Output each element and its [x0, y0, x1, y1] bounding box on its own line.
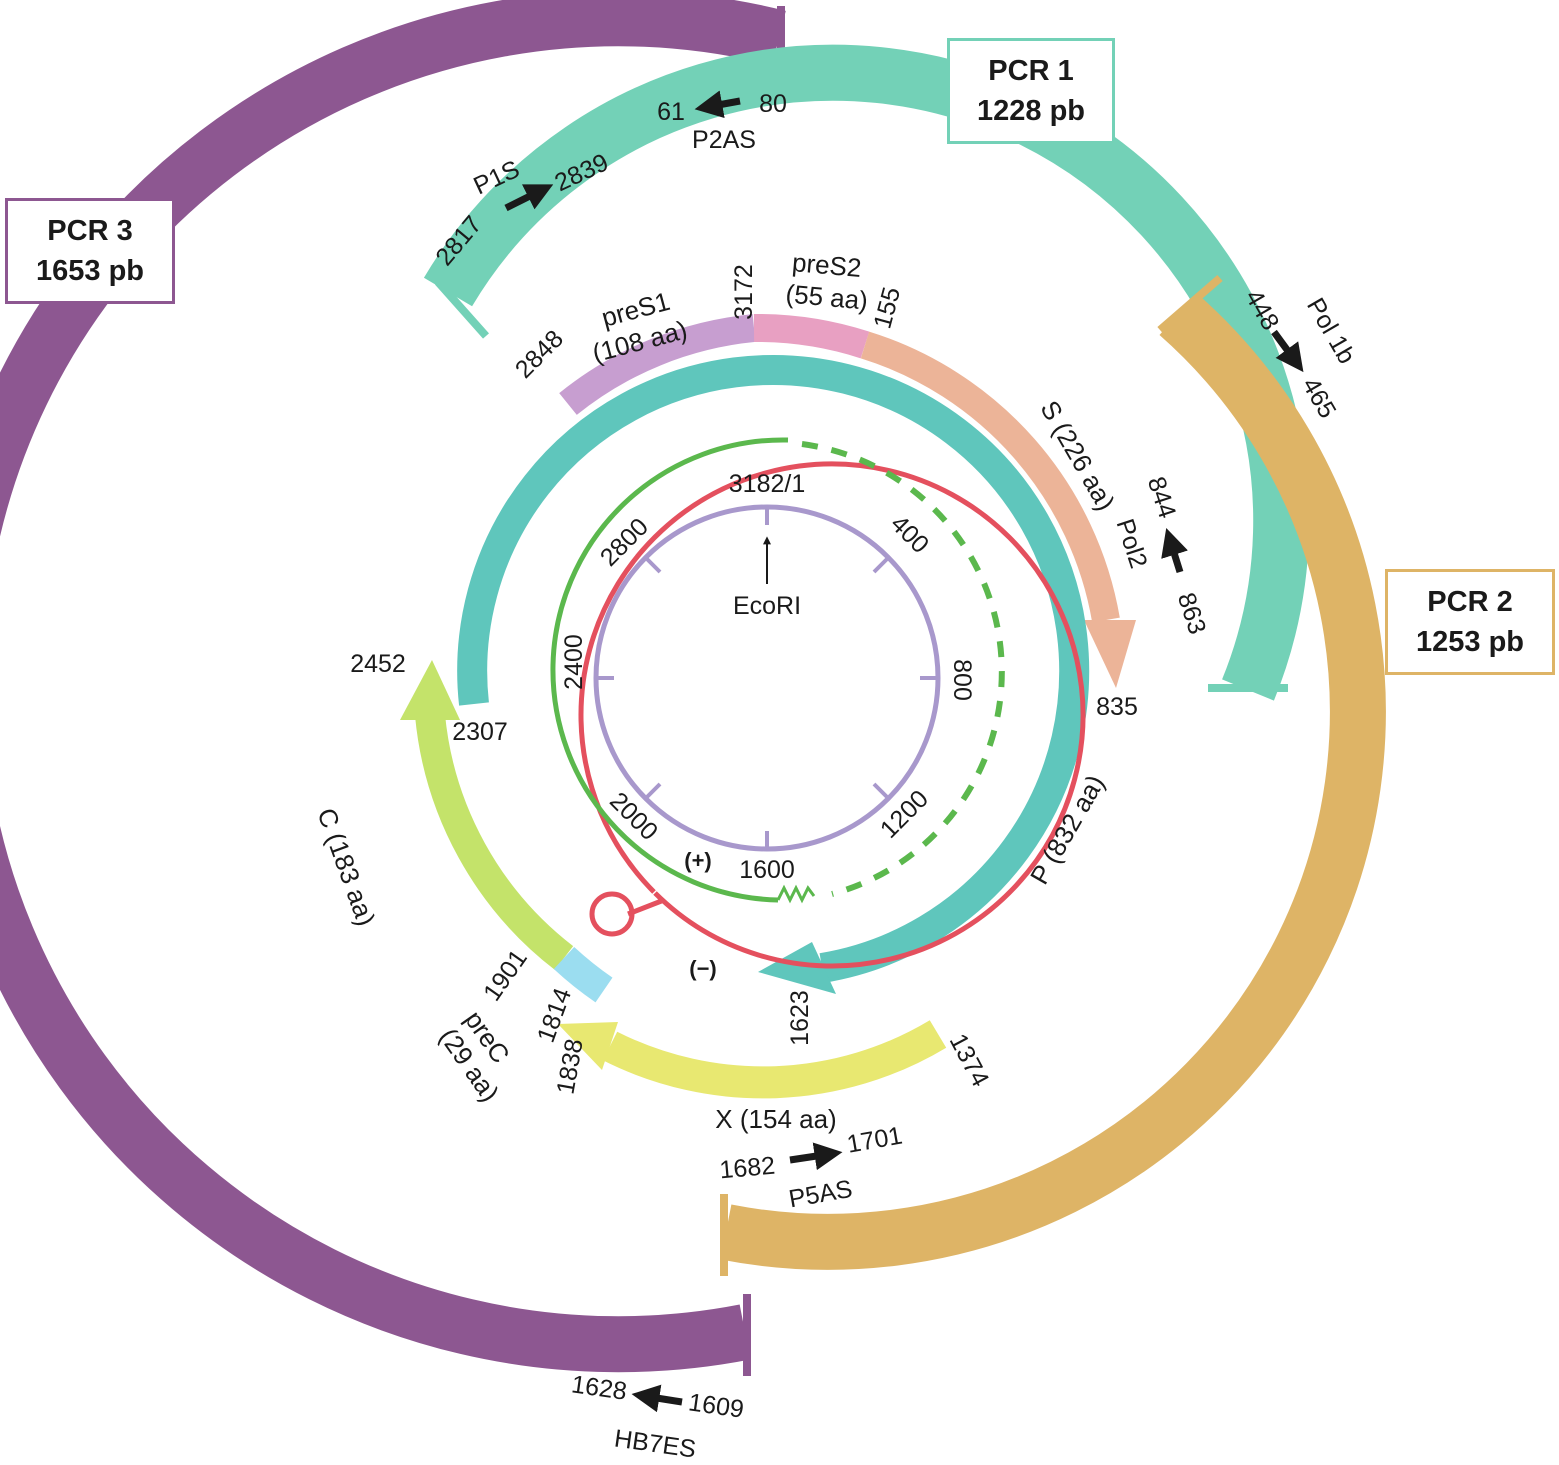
primer-p5as-arrow	[789, 1142, 843, 1171]
plus-strand-label: (+)	[684, 848, 712, 873]
prec-gene-arc	[553, 946, 613, 1003]
primer-p2as-name: P2AS	[692, 126, 756, 154]
plus-strand-dashed	[801, 441, 1005, 897]
x-gene-label: X (154 aa)	[715, 1104, 836, 1134]
scale-tick-2800	[644, 556, 662, 574]
primer-pol1b-to: 465	[1296, 373, 1341, 423]
pcr1-box: PCR 1 1228 pb	[947, 38, 1115, 144]
pres1-end-label: 3172	[730, 264, 758, 320]
s-gene-arc	[860, 331, 1120, 623]
c-gene-label: C (183 aa)	[311, 804, 381, 930]
p-end-label: 1623	[786, 990, 814, 1046]
primer-pol2-name: Pol2	[1111, 515, 1153, 571]
plus-strand-solid	[550, 437, 789, 903]
primer-pol2-arrow	[1161, 527, 1188, 574]
ecori-label: EcoRI	[733, 592, 801, 620]
pcr3-title: PCR 3	[47, 215, 133, 247]
primer-p2as-to: 61	[657, 98, 685, 126]
c-gene-arc	[415, 713, 574, 970]
primer-pol2-from: 863	[1172, 589, 1212, 637]
minus-strand-circle	[578, 461, 1086, 969]
primer-hb7es: 1628 1609 HB7ES	[570, 1370, 746, 1463]
pcr3-box: PCR 3 1653 pb	[5, 198, 175, 304]
primer-pol1b-name: Pol 1b	[1301, 293, 1361, 368]
primer-p5as: 1682 1701 P5AS	[718, 1122, 904, 1214]
primer-p5as-to: 1701	[845, 1122, 905, 1159]
primer-p2as-arrow	[694, 90, 741, 119]
pcr2-box: PCR 2 1253 pb	[1385, 569, 1555, 675]
scale-label-2400: 2400	[560, 634, 588, 690]
scale-label-2800: 2800	[595, 513, 654, 572]
x-gene-arc	[602, 1020, 947, 1099]
s-end-label: 835	[1096, 693, 1138, 721]
primer-pol1b-arrow	[1271, 329, 1304, 373]
scale-label-800: 800	[948, 659, 976, 701]
pres1-start-label: 2848	[510, 325, 569, 384]
c-gene-arrowhead	[400, 660, 460, 720]
p-gene-arrowhead	[758, 942, 836, 994]
scale-origin-label: 3182/1	[729, 470, 805, 498]
pcr3-amplicon-arc	[0, 0, 786, 1373]
plus-strand-zigzag	[776, 884, 816, 904]
primer-p5as-from: 1682	[718, 1152, 776, 1185]
pcr1-size: 1228 pb	[977, 95, 1085, 127]
primer-p1s-arrow	[504, 184, 554, 212]
c-start-label: 1901	[478, 945, 533, 1007]
primer-hb7es-arrow	[631, 1384, 683, 1413]
primer-pol2-to: 844	[1142, 473, 1182, 521]
pcr2-title: PCR 2	[1427, 586, 1513, 618]
pcr2-size: 1253 pb	[1416, 626, 1524, 658]
pres2-label: preS2	[791, 247, 863, 283]
pcr3-size: 1653 pb	[36, 255, 144, 287]
primer-hb7es-from: 1609	[687, 1388, 746, 1423]
pcr1-title: PCR 1	[988, 55, 1074, 87]
x-start-label: 1374	[944, 1029, 995, 1091]
primer-p5as-name: P5AS	[787, 1175, 855, 1214]
c-end-label: 2452	[350, 650, 406, 678]
scale-tick-400	[872, 556, 890, 574]
primer-hb7es-to: 1628	[570, 1370, 629, 1405]
scale-label-400: 400	[885, 510, 934, 559]
primer-p2as-from: 80	[759, 90, 787, 118]
p-start-label: 2307	[452, 718, 508, 746]
pcr2-start-bar	[1157, 274, 1223, 334]
pres2-size-label: (55 aa)	[784, 279, 869, 316]
primer-p2as: 80 61 P2AS	[657, 90, 787, 154]
x-gene-arrowhead	[558, 1022, 618, 1070]
pres2-end-label: 155	[868, 284, 906, 332]
scale-tick-1200	[872, 782, 890, 800]
pres2-gene-arc	[753, 313, 870, 359]
primer-hb7es-name: HB7ES	[613, 1425, 698, 1464]
pres1-gene-arc	[559, 314, 756, 415]
s-gene-arrowhead	[1084, 620, 1136, 688]
minus-strand-loop	[589, 891, 635, 937]
scale-tick-2000	[644, 782, 662, 800]
minus-strand-label: (−)	[689, 956, 717, 981]
primer-pol2: 863 844 Pol2	[1111, 473, 1212, 637]
pcr1-start-bar	[435, 279, 489, 339]
scale-label-1600: 1600	[739, 856, 795, 884]
p-gene-arc	[457, 355, 1090, 983]
pcr2-amplicon-arc	[720, 293, 1386, 1270]
